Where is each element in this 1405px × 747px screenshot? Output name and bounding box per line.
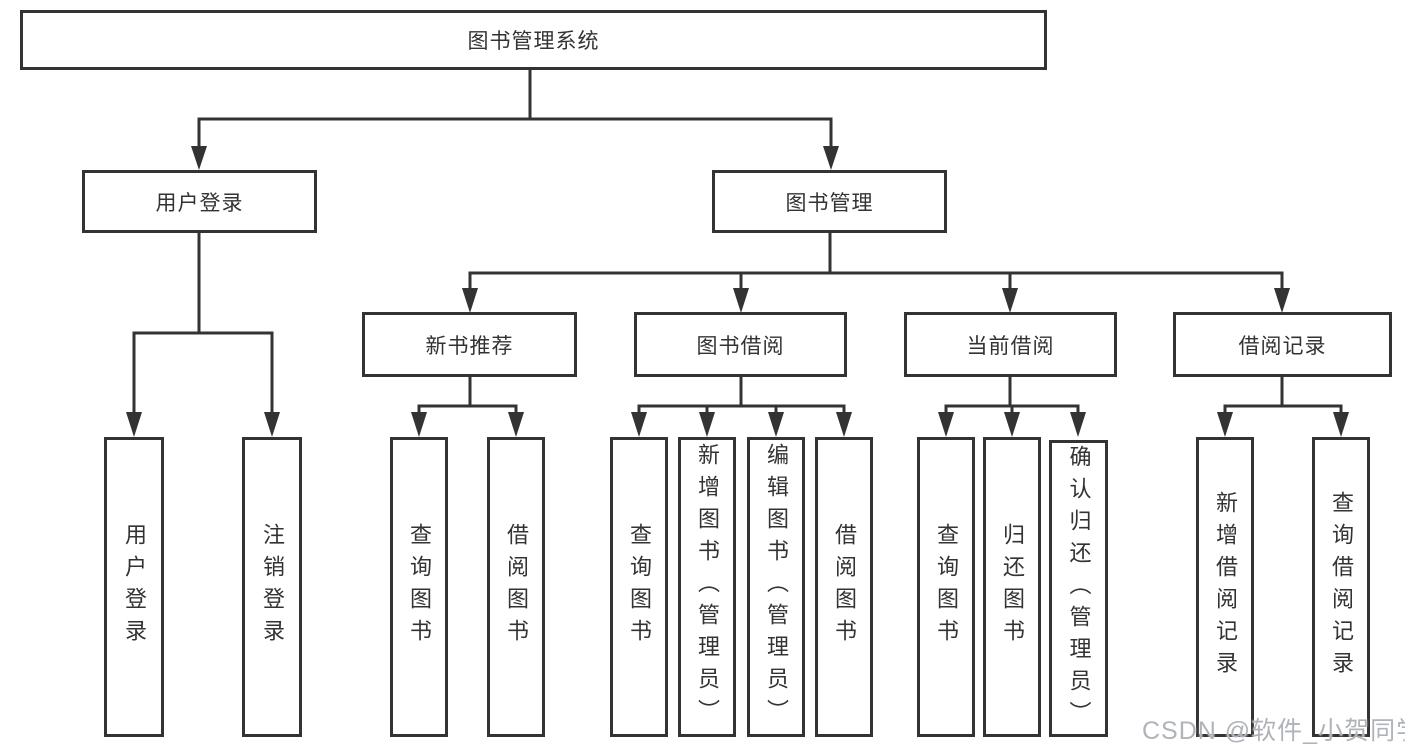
leaf-user-login-label: 用户登录 — [122, 523, 147, 651]
node-new-book-recommend-label: 新书推荐 — [425, 334, 514, 358]
node-borrow-records: 借阅记录 — [1173, 312, 1392, 377]
node-current-borrow-label: 当前借阅 — [966, 334, 1055, 358]
node-book-borrow-label: 图书借阅 — [696, 334, 785, 358]
leaf-query-books-recommend: 查询图书 — [390, 437, 448, 737]
node-user-login: 用户登录 — [82, 170, 317, 233]
leaf-logout-label: 注销登录 — [260, 523, 285, 651]
node-root-label: 图书管理系统 — [467, 30, 600, 53]
leaf-add-borrow-record: 新增借阅记录 — [1196, 437, 1254, 737]
node-book-borrow: 图书借阅 — [634, 312, 847, 377]
leaf-borrow-books: 借阅图书 — [815, 437, 873, 737]
leaf-query-books-borrow: 查询图书 — [610, 437, 668, 737]
leaf-edit-book-admin: 编辑图书（管理员） — [747, 437, 805, 737]
leaf-query-books-recommend-label: 查询图书 — [407, 523, 432, 651]
node-book-management-label: 图书管理 — [785, 191, 874, 215]
leaf-add-book-admin: 新增图书（管理员） — [678, 437, 736, 737]
leaf-add-borrow-record-label: 新增借阅记录 — [1213, 491, 1238, 683]
leaf-confirm-return-admin-label: 确认归还（管理员） — [1066, 444, 1092, 733]
leaf-query-borrow-record-label: 查询借阅记录 — [1329, 491, 1354, 683]
leaf-query-books-current-label: 查询图书 — [934, 523, 959, 651]
leaf-query-borrow-record: 查询借阅记录 — [1312, 437, 1370, 737]
arrowhead-icons — [126, 146, 1349, 437]
node-current-borrow: 当前借阅 — [904, 312, 1117, 377]
node-borrow-records-label: 借阅记录 — [1238, 334, 1327, 358]
leaf-query-books-current: 查询图书 — [917, 437, 975, 737]
node-new-book-recommend: 新书推荐 — [362, 312, 577, 377]
node-root: 图书管理系统 — [20, 10, 1047, 70]
leaf-user-login: 用户登录 — [104, 437, 164, 737]
node-user-login-label: 用户登录 — [155, 191, 244, 215]
leaf-edit-book-admin-label: 编辑图书（管理员） — [764, 443, 789, 731]
leaf-query-books-borrow-label: 查询图书 — [627, 523, 652, 651]
leaf-confirm-return-admin: 确认归还（管理员） — [1049, 440, 1108, 737]
leaf-borrow-books-label: 借阅图书 — [832, 523, 857, 651]
leaf-return-book-label: 归还图书 — [1000, 523, 1025, 651]
leaf-add-book-admin-label: 新增图书（管理员） — [695, 443, 720, 731]
watermark: CSDN @软件_小贺同学 — [1142, 717, 1405, 745]
leaf-return-book: 归还图书 — [983, 437, 1041, 737]
leaf-borrow-books-recommend: 借阅图书 — [487, 437, 545, 737]
leaf-logout: 注销登录 — [242, 437, 302, 737]
node-book-management: 图书管理 — [712, 170, 947, 233]
leaf-borrow-books-recommend-label: 借阅图书 — [504, 523, 529, 651]
